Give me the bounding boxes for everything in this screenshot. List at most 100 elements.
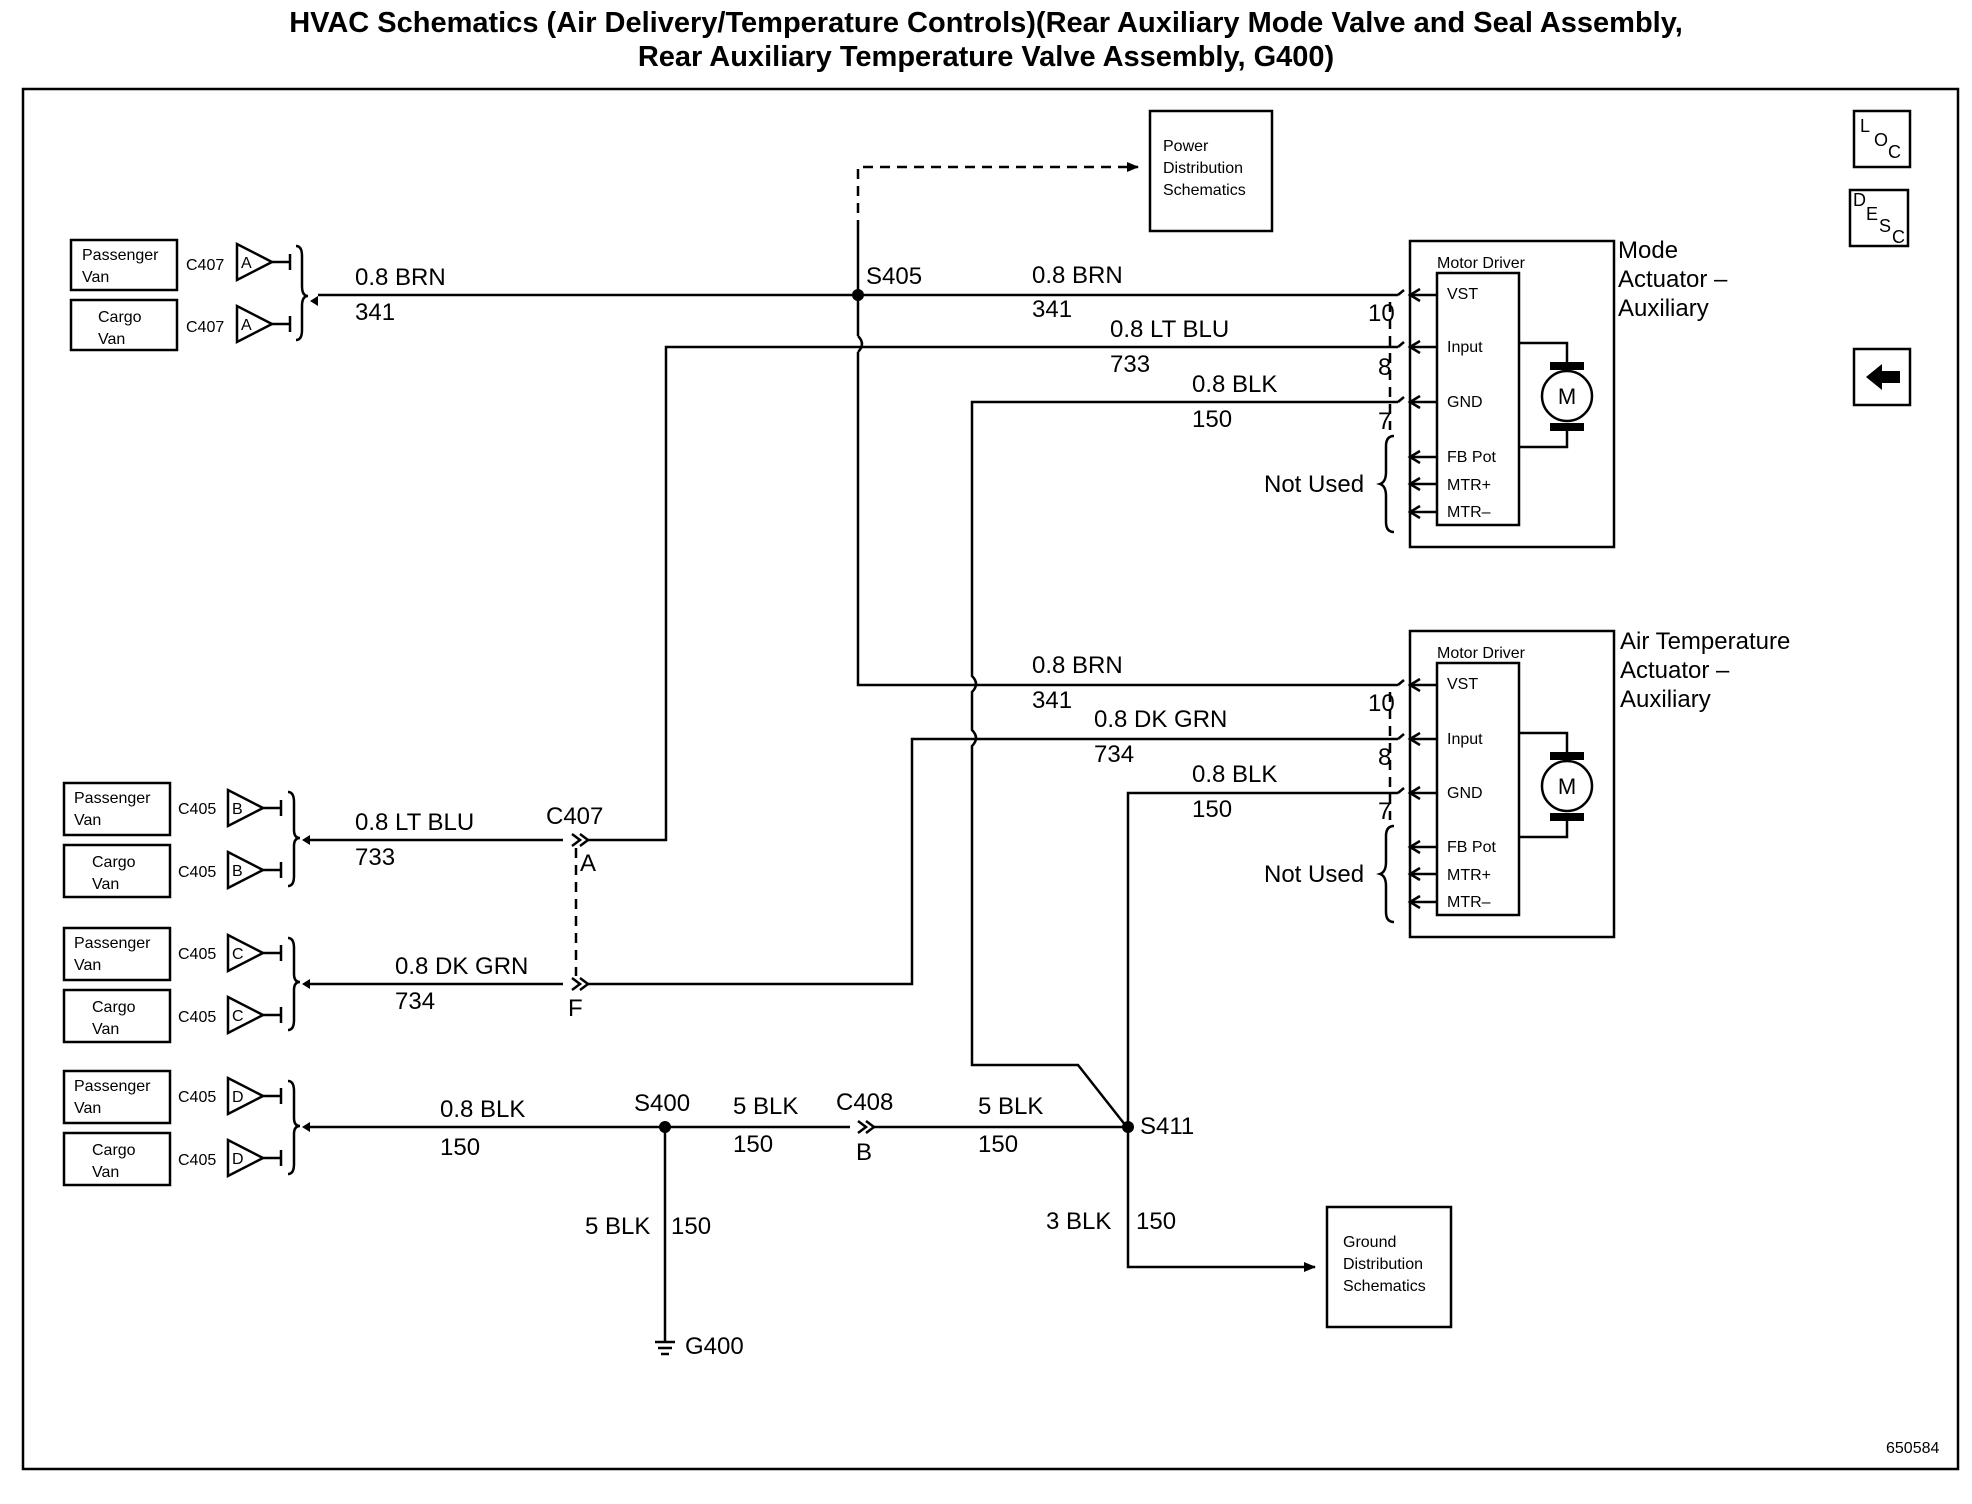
svg-text:Mode: Mode <box>1618 237 1678 264</box>
svg-text:D: D <box>232 1151 244 1168</box>
circuit-left-ltblu: 733 <box>355 844 395 871</box>
svg-text:Power: Power <box>1163 138 1209 155</box>
wire-ltblu-733 <box>588 345 1398 842</box>
svg-text:Passenger: Passenger <box>74 1078 151 1095</box>
svg-text:C: C <box>1888 142 1901 162</box>
cargo-van-box <box>69 298 179 352</box>
label-c407-f: F <box>568 995 583 1022</box>
svg-text:Auxiliary: Auxiliary <box>1620 686 1711 713</box>
svg-text:D: D <box>232 1089 244 1106</box>
svg-text:7: 7 <box>1378 798 1391 825</box>
svg-text:Van: Van <box>74 812 101 829</box>
svg-text:M: M <box>1558 774 1576 799</box>
svg-text:Cargo: Cargo <box>92 854 136 871</box>
svg-text:L: L <box>1860 116 1870 136</box>
svg-text:MTR–: MTR– <box>1447 504 1491 521</box>
svg-text:B: B <box>232 863 243 880</box>
svg-text:E: E <box>1866 204 1878 224</box>
svg-text:M: M <box>1558 384 1576 409</box>
circuit-top-brn: 341 <box>355 299 395 326</box>
diagram-frame <box>21 87 1960 1471</box>
svg-text:Van: Van <box>98 331 125 348</box>
svg-text:A: A <box>241 255 252 272</box>
svg-text:Ground: Ground <box>1343 1234 1396 1251</box>
svg-text:C407: C407 <box>186 319 224 336</box>
svg-text:C407: C407 <box>186 257 224 274</box>
svg-text:Air Temperature: Air Temperature <box>1620 628 1790 655</box>
svg-text:Distribution: Distribution <box>1163 160 1243 177</box>
svg-text:C405: C405 <box>178 1089 216 1106</box>
label-top-brn: 0.8 BRN <box>355 264 446 291</box>
label-s400-g400: 5 BLK <box>585 1213 650 1240</box>
air-temperature-actuator[interactable]: Motor Driver VST Input GND FB Pot MTR+ M… <box>1368 628 1790 939</box>
circuit-c408-s411: 150 <box>978 1131 1018 1158</box>
circuit-s411-ground: 150 <box>1136 1208 1176 1235</box>
desc-icon[interactable]: D E S C <box>1848 188 1910 248</box>
svg-text:C405: C405 <box>178 1152 216 1169</box>
svg-text:Schematics: Schematics <box>1343 1278 1426 1295</box>
label-air-blk: 0.8 BLK <box>1192 761 1277 788</box>
label-c407: C407 <box>546 803 603 830</box>
label-s400-c408: 5 BLK <box>733 1093 798 1120</box>
svg-text:Van: Van <box>74 1100 101 1117</box>
title-line-1: HVAC Schematics (Air Delivery/Temperatur… <box>289 7 1683 39</box>
svg-text:Schematics: Schematics <box>1163 182 1246 199</box>
wire-brn-341-air <box>856 295 1398 687</box>
page-title: HVAC Schematics (Air Delivery/Temperatur… <box>0 6 1972 74</box>
svg-text:Van: Van <box>74 957 101 974</box>
svg-text:O: O <box>1874 130 1888 150</box>
svg-text:MTR+: MTR+ <box>1447 477 1491 494</box>
svg-text:C405: C405 <box>178 801 216 818</box>
label-left-ltblu: 0.8 LT BLU <box>355 809 474 836</box>
wire-dkgrn-734 <box>588 737 1398 986</box>
circuit-air-brn: 341 <box>1032 687 1072 714</box>
label-air-brn: 0.8 BRN <box>1032 652 1123 679</box>
label-s411-ground: 3 BLK <box>1046 1208 1111 1235</box>
svg-text:FB Pot: FB Pot <box>1447 449 1496 466</box>
svg-text:C405: C405 <box>178 1009 216 1026</box>
svg-text:GND: GND <box>1447 785 1483 802</box>
ground-distribution-box[interactable]: Ground Distribution Schematics <box>1325 1205 1453 1329</box>
label-s400: S400 <box>634 1090 690 1117</box>
vehicle-group-c407-a: Passenger Van Cargo Van C407 C407 A A <box>69 238 309 352</box>
svg-text:Cargo: Cargo <box>98 309 142 326</box>
figure-id: 650584 <box>1886 1440 1939 1457</box>
power-distribution-box[interactable]: Power Distribution Schematics <box>1148 109 1274 233</box>
air-not-used-label: Not Used <box>1264 861 1364 888</box>
label-mode-ltblu: 0.8 LT BLU <box>1110 316 1229 343</box>
svg-text:VST: VST <box>1447 286 1478 303</box>
svg-text:MTR+: MTR+ <box>1447 867 1491 884</box>
loc-icon[interactable]: L O C <box>1852 109 1912 169</box>
label-s405: S405 <box>866 263 922 290</box>
wire-blk-150-air <box>1126 791 1398 1127</box>
circuit-air-dkgrn: 734 <box>1094 741 1134 768</box>
title-line-2: Rear Auxiliary Temperature Valve Assembl… <box>637 41 1335 73</box>
label-left-blk: 0.8 BLK <box>440 1096 525 1123</box>
svg-text:Motor Driver: Motor Driver <box>1437 645 1526 662</box>
svg-text:C: C <box>232 1008 244 1025</box>
circuit-mode-blk: 150 <box>1192 406 1232 433</box>
svg-text:MTR–: MTR– <box>1447 894 1491 911</box>
svg-text:Input: Input <box>1447 339 1483 356</box>
label-c408-b: B <box>856 1139 872 1166</box>
svg-text:Van: Van <box>92 1164 119 1181</box>
power-feed-dashed <box>856 162 1139 230</box>
circuit-s400-c408: 150 <box>733 1131 773 1158</box>
svg-text:Actuator –: Actuator – <box>1618 266 1728 293</box>
svg-text:FB Pot: FB Pot <box>1447 839 1496 856</box>
vehicle-group-c405-c: Passenger Van Cargo Van C405 C405 C C <box>62 926 301 1044</box>
wire-blk-150-ground-dist <box>1126 1127 1316 1272</box>
mode-actuator[interactable]: Motor Driver VST Input GND FB Pot MTR+ M… <box>1368 237 1728 549</box>
vehicle-group-c405-d: Passenger Van Cargo Van C405 C405 D D <box>62 1069 301 1187</box>
svg-text:Van: Van <box>82 269 109 286</box>
label-s411: S411 <box>1140 1113 1194 1140</box>
circuit-mode-brn: 341 <box>1032 296 1072 323</box>
mode-not-used-label: Not Used <box>1264 471 1364 498</box>
svg-text:B: B <box>232 801 243 818</box>
svg-text:Motor Driver: Motor Driver <box>1437 255 1526 272</box>
label-left-dkgrn: 0.8 DK GRN <box>395 953 528 980</box>
svg-text:Actuator –: Actuator – <box>1620 657 1730 684</box>
wire-blk-150-mode <box>970 400 1398 1127</box>
left-arrow-icon[interactable] <box>1852 347 1912 407</box>
label-c408: C408 <box>836 1089 893 1116</box>
